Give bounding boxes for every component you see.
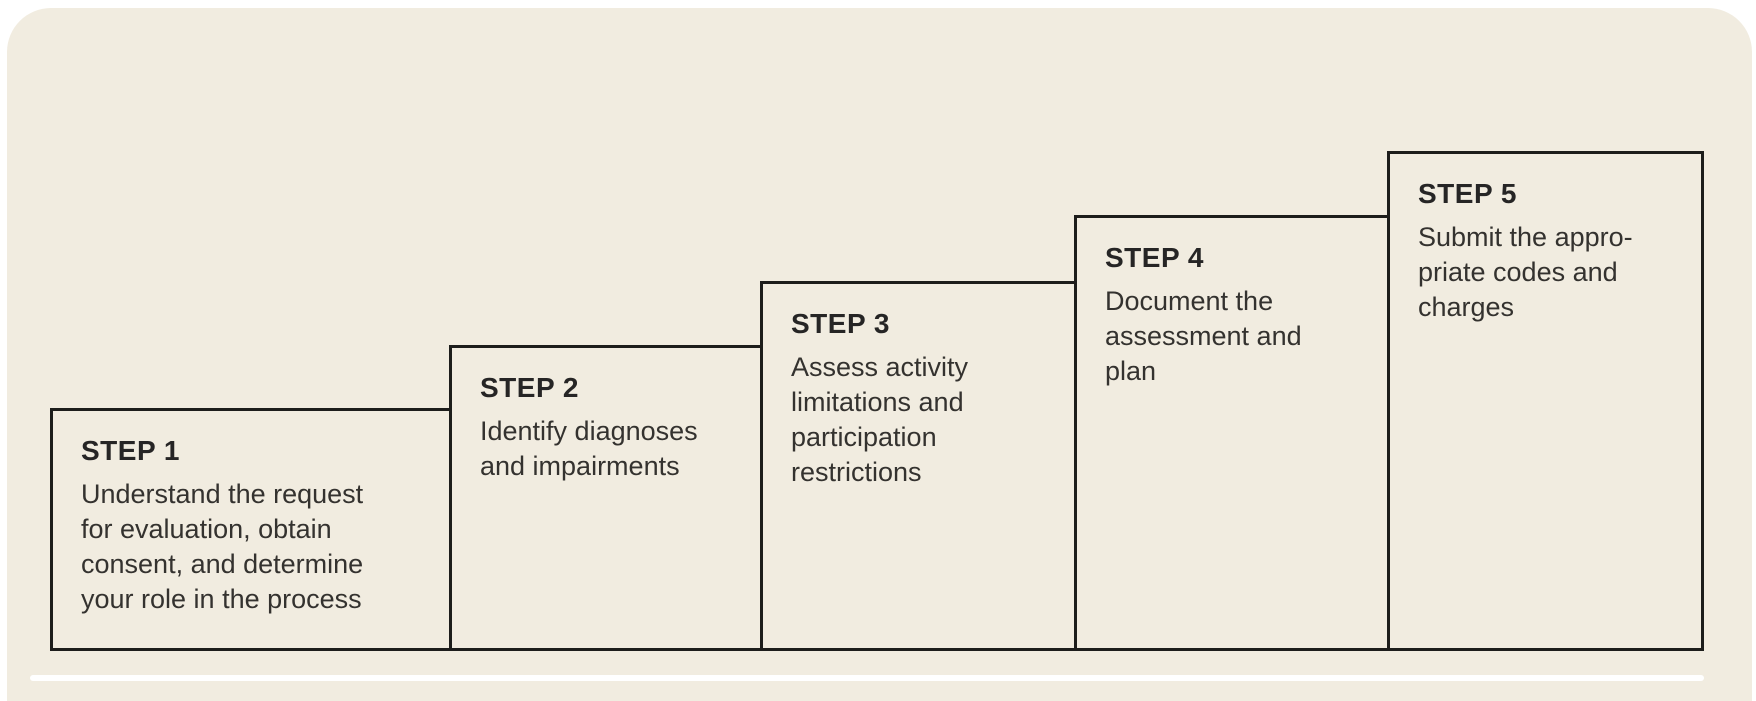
step-3-title: STEP 3: [791, 308, 890, 339]
baseline-rule: [30, 675, 1704, 681]
step-5-title: STEP 5: [1418, 178, 1517, 209]
step-3-description: Assess activity limitations and particip…: [791, 352, 969, 487]
step-box-5: STEP 5 Submit the appro- priate codes an…: [1387, 151, 1704, 651]
step-5-description: Submit the appro- priate codes and charg…: [1418, 222, 1633, 322]
step-4-description: Document the assessment and plan: [1105, 286, 1302, 386]
step-box-4: STEP 4 Document the assessment and plan: [1074, 215, 1390, 651]
step-box-3: STEP 3 Assess activity limitations and p…: [760, 281, 1077, 651]
step-2-description: Identify diagnoses and impairments: [480, 416, 698, 481]
step-box-2: STEP 2 Identify diagnoses and impairment…: [449, 345, 763, 651]
step-2-title: STEP 2: [480, 372, 579, 403]
step-4-title: STEP 4: [1105, 242, 1204, 273]
step-1-title: STEP 1: [81, 435, 180, 466]
step-box-1: STEP 1 Understand the request for evalua…: [50, 408, 452, 651]
diagram-panel: STEP 1 Understand the request for evalua…: [7, 8, 1752, 701]
step-1-description: Understand the request for evaluation, o…: [81, 479, 364, 614]
